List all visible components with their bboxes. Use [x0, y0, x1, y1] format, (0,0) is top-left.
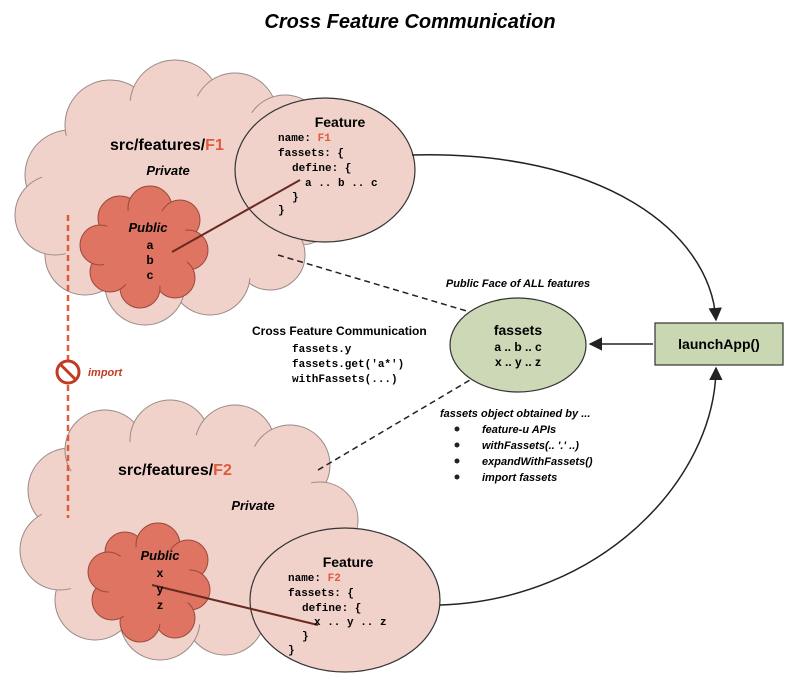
f2-to-fassets-dashed	[317, 379, 471, 471]
f1-private-label: Private	[146, 163, 189, 178]
import-label: import	[88, 367, 124, 379]
f2-public-item: x	[157, 566, 164, 580]
f2-feature-line: }	[302, 631, 309, 643]
bullet-icon	[454, 426, 460, 432]
f1-to-launch-arrow	[411, 154, 722, 322]
f1-feature-line: fassets: {	[278, 148, 344, 160]
cross-comm-line: fassets.y	[292, 344, 352, 356]
f2-feature-line: }	[288, 645, 295, 657]
diagram-title: Cross Feature Communication	[264, 11, 555, 33]
f2-feature-ellipse	[249, 527, 441, 673]
f1-feature-line: a .. b .. c	[305, 178, 378, 190]
obtained-item: feature-u APIs	[482, 424, 556, 436]
f1-feature-title: Feature	[315, 114, 366, 130]
public-face-label: Public Face of ALL features	[446, 278, 590, 290]
obtained-item: withFassets(.. '.' ..)	[482, 440, 579, 452]
f2-public-item: z	[157, 598, 163, 612]
f2-feature-name: name: F2	[288, 573, 341, 585]
obtained-item: expandWithFassets()	[482, 456, 593, 468]
f1-feature-name: name: F1	[278, 133, 331, 145]
f2-public-cloud	[87, 522, 211, 643]
f2-feature-title: Feature	[323, 554, 374, 570]
f1-public-item: c	[147, 268, 154, 282]
obtained-title: fassets object obtained by ...	[440, 408, 590, 420]
f1-public-label: Public	[128, 220, 168, 235]
bullet-icon	[454, 474, 460, 480]
f2-feature-line: fassets: {	[288, 588, 354, 600]
f2-path-title: src/features/F2	[118, 462, 232, 479]
fassets-line: x .. y .. z	[495, 355, 541, 369]
obtained-list: feature-u APIs withFassets(.. '.' ..) ex…	[454, 424, 593, 484]
cross-comm-line: fassets.get('a*')	[292, 359, 404, 371]
f2-to-launch-arrow	[439, 366, 723, 606]
f2-public-label: Public	[140, 548, 180, 563]
cross-comm-line: withFassets(...)	[292, 374, 398, 386]
f1-to-fassets-dashed	[277, 254, 471, 313]
f1-feature-ellipse	[234, 97, 416, 243]
f2-feature-line: x .. y .. z	[314, 617, 387, 629]
f1-feature-line: }	[292, 192, 299, 204]
f1-public-item: a	[147, 238, 154, 252]
f1-feature-line: }	[278, 205, 285, 217]
f1-public-connector	[171, 179, 301, 253]
fassets-title: fassets	[494, 322, 542, 338]
f2-feature-line: define: {	[302, 603, 361, 615]
launch-app-box	[654, 322, 784, 366]
bullet-icon	[454, 458, 460, 464]
fassets-line: a .. b .. c	[494, 340, 542, 354]
f1-public-cloud	[79, 185, 209, 309]
f1-path-title: src/features/F1	[110, 137, 224, 154]
fassets-ellipse	[449, 297, 587, 393]
f2-public-item: y	[157, 582, 164, 596]
launch-app-label: launchApp()	[678, 336, 760, 352]
f1-public-item: b	[146, 253, 153, 267]
bullet-icon	[454, 442, 460, 448]
cross-comm-title: Cross Feature Communication	[252, 324, 427, 338]
f2-public-connector	[151, 584, 319, 626]
no-entry-sign-icon	[55, 359, 81, 385]
obtained-item: import fassets	[482, 472, 557, 484]
f2-private-label: Private	[231, 498, 274, 513]
f1-feature-line: define: {	[292, 163, 351, 175]
